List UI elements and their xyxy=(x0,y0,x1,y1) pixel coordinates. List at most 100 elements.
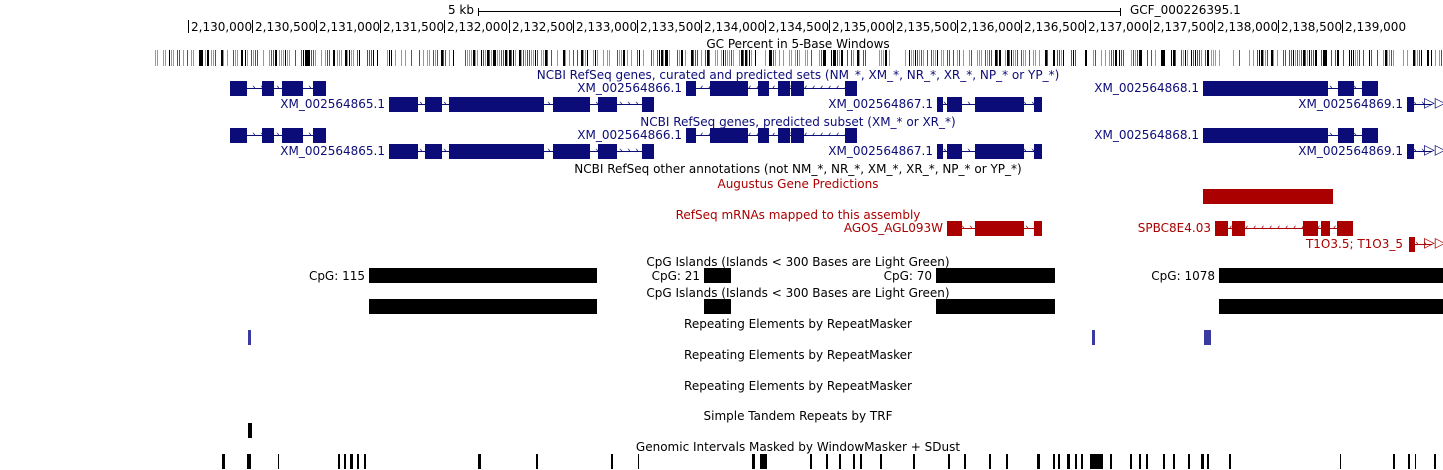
masked-interval[interactable] xyxy=(948,454,950,469)
cpg-island[interactable] xyxy=(1219,299,1443,314)
masked-interval[interactable] xyxy=(1393,454,1395,469)
gene-exon[interactable] xyxy=(449,144,544,159)
gene-exon[interactable] xyxy=(262,81,274,96)
gene-exon[interactable] xyxy=(778,128,790,143)
gene-exon[interactable] xyxy=(449,97,544,112)
gene-label[interactable]: XM_002564867.1 xyxy=(828,144,933,158)
cpg-island-21[interactable] xyxy=(704,268,731,283)
masked-interval[interactable] xyxy=(913,454,915,469)
repeat-element[interactable] xyxy=(1092,330,1095,345)
masked-interval[interactable] xyxy=(364,454,366,469)
masked-interval[interactable] xyxy=(880,454,882,469)
gene-exon[interactable] xyxy=(758,128,769,143)
gene-label[interactable]: XM_002564865.1 xyxy=(280,144,385,158)
gene-exon[interactable] xyxy=(947,97,962,112)
gene-exon[interactable] xyxy=(313,81,326,96)
track-title-trf[interactable]: Simple Tandem Repeats by TRF xyxy=(703,409,893,423)
track-title-cpg-2[interactable]: CpG Islands (Islands < 300 Bases are Lig… xyxy=(646,286,950,300)
masked-interval[interactable] xyxy=(1340,454,1341,469)
masked-interval[interactable] xyxy=(964,454,966,469)
track-title-refseq-predicted[interactable]: NCBI RefSeq genes, predicted subset (XM_… xyxy=(640,115,956,129)
gene-exon[interactable] xyxy=(598,144,617,159)
masked-interval[interactable] xyxy=(1081,454,1083,469)
masked-interval[interactable] xyxy=(357,454,359,469)
masked-interval[interactable] xyxy=(1146,454,1148,469)
masked-interval[interactable] xyxy=(1058,454,1060,469)
gene-exon[interactable] xyxy=(425,144,442,159)
cpg-island-1078[interactable] xyxy=(1219,268,1443,283)
masked-interval[interactable] xyxy=(344,454,346,469)
repeat-element[interactable] xyxy=(248,330,251,345)
masked-interval[interactable] xyxy=(536,454,538,469)
masked-interval[interactable] xyxy=(1415,454,1416,469)
gene-exon[interactable] xyxy=(282,81,303,96)
masked-interval[interactable] xyxy=(1207,454,1209,469)
gc-percent-wiggle[interactable] xyxy=(155,50,1443,66)
gene-label[interactable]: XM_002564868.1 xyxy=(1094,128,1199,142)
masked-interval[interactable] xyxy=(1006,454,1008,469)
masked-interval[interactable] xyxy=(839,454,841,469)
masked-interval[interactable] xyxy=(611,454,613,469)
masked-interval[interactable] xyxy=(853,454,855,469)
gene-exon[interactable] xyxy=(778,81,790,96)
gene-exon[interactable] xyxy=(845,128,857,143)
gene-label[interactable]: XM_002564867.1 xyxy=(828,97,933,111)
gene-exon[interactable] xyxy=(1407,144,1414,159)
gene-exon[interactable] xyxy=(1407,97,1414,112)
gene-exon[interactable] xyxy=(598,97,617,112)
masked-interval[interactable] xyxy=(1434,454,1436,469)
gene-exon[interactable] xyxy=(947,221,962,236)
masked-interval[interactable] xyxy=(1139,454,1141,469)
gene-exon[interactable] xyxy=(230,81,247,96)
gene-label[interactable]: XM_002564869.1 xyxy=(1298,144,1403,158)
gene-exon[interactable] xyxy=(686,128,696,143)
gene-exon[interactable] xyxy=(230,128,247,143)
gene-exon[interactable] xyxy=(975,221,1024,236)
gene-exon[interactable] xyxy=(1232,221,1245,236)
gene-exon[interactable] xyxy=(1362,128,1378,143)
gene-exon[interactable] xyxy=(975,97,1024,112)
masked-interval[interactable] xyxy=(1110,454,1112,469)
gene-label[interactable]: XM_002564868.1 xyxy=(1094,81,1199,95)
masked-interval[interactable] xyxy=(278,454,279,469)
masked-interval[interactable] xyxy=(760,454,767,469)
gene-exon[interactable] xyxy=(553,144,590,159)
gene-exon[interactable] xyxy=(758,81,769,96)
masked-interval[interactable] xyxy=(478,454,481,469)
gene-exon[interactable] xyxy=(1362,81,1378,96)
cpg-island-70[interactable] xyxy=(936,268,1055,283)
masked-interval[interactable] xyxy=(1229,454,1231,469)
gene-exon[interactable] xyxy=(791,81,804,96)
augustus-gene-feature[interactable] xyxy=(1203,189,1333,204)
gene-exon[interactable] xyxy=(1203,128,1328,143)
gene-exon[interactable] xyxy=(1215,221,1228,236)
masked-interval[interactable] xyxy=(1408,454,1410,469)
masked-interval[interactable] xyxy=(860,454,862,469)
gene-exon[interactable] xyxy=(1034,97,1042,112)
repeat-element[interactable] xyxy=(1204,330,1211,345)
gene-exon[interactable] xyxy=(1034,221,1042,236)
gene-exon[interactable] xyxy=(425,97,442,112)
masked-interval[interactable] xyxy=(338,454,340,469)
masked-interval[interactable] xyxy=(1090,454,1103,469)
track-title-repeatmasker-3[interactable]: Repeating Elements by RepeatMasker xyxy=(684,379,912,393)
tandem-repeat[interactable] xyxy=(248,423,252,438)
gene-exon[interactable] xyxy=(1321,221,1330,236)
gene-exon[interactable] xyxy=(389,97,418,112)
gene-label[interactable]: SPBC8E4.03 xyxy=(1137,221,1211,235)
gene-exon[interactable] xyxy=(710,128,748,143)
gene-exon[interactable] xyxy=(553,97,590,112)
gene-exon[interactable] xyxy=(975,144,1024,159)
masked-interval[interactable] xyxy=(1163,454,1165,469)
track-title-refseq-mrna[interactable]: RefSeq mRNAs mapped to this assembly xyxy=(675,208,921,222)
masked-interval[interactable] xyxy=(350,454,353,469)
track-title-refseq-all[interactable]: NCBI RefSeq genes, curated and predicted… xyxy=(536,68,1060,82)
gene-exon[interactable] xyxy=(642,97,654,112)
masked-interval[interactable] xyxy=(1067,454,1070,469)
gene-exon[interactable] xyxy=(1337,221,1353,236)
gene-exon[interactable] xyxy=(710,81,748,96)
gene-exon[interactable] xyxy=(845,81,857,96)
cpg-island[interactable] xyxy=(369,299,597,314)
masked-interval[interactable] xyxy=(247,454,251,469)
masked-interval[interactable] xyxy=(752,454,755,469)
